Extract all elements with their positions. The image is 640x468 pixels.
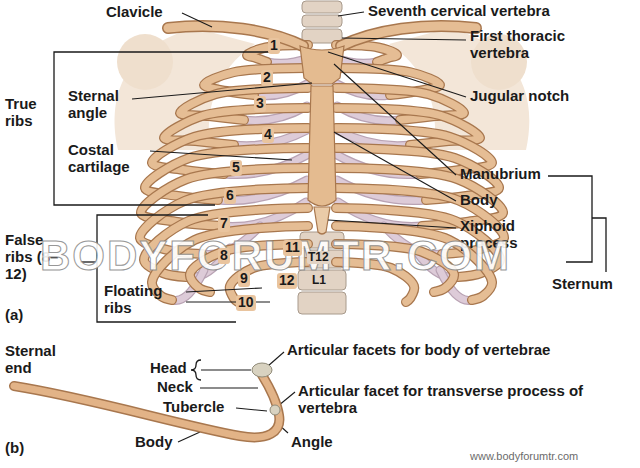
leader-line [338,12,364,16]
clavicle-bone [168,26,303,46]
leader-line [334,132,456,201]
callout-number: 8 [218,248,230,264]
leader-line [236,408,267,411]
single-rib [14,363,280,437]
part-label: Angle [291,434,333,451]
part-label: Body [135,434,173,451]
leader-line [132,83,312,99]
figure-letter: (a) [5,307,23,324]
callout-number: 2 [261,70,273,86]
part-label: Tubercle [163,399,224,416]
leader-line [186,288,262,292]
leader-line [150,151,292,160]
leader-line [342,38,466,40]
leader-line [334,64,456,175]
leader-line [186,301,270,302]
clavicles [168,26,476,46]
sternum-body-shape [308,86,336,206]
part-label: Head [150,360,187,377]
part-label: Jugular notch [470,88,569,105]
vertebra [302,1,342,13]
part-label: Body [460,192,498,209]
figure-letter: (b) [5,440,24,457]
leader-line [201,369,251,370]
watermark-url: www.bodyforumtr.com [470,450,578,462]
rib-outline [14,375,279,437]
brackets [54,52,606,380]
callout-number: 6 [224,188,236,204]
leader-line [178,432,200,442]
sternum-bracket [548,176,592,262]
group-label: Sternum [552,276,613,293]
clavicle-outline [341,26,476,46]
rib-head [252,363,272,377]
callout-number: 5 [230,160,242,176]
callout-number: 4 [262,127,274,143]
callout-number: 3 [254,96,266,112]
group-label: Floating ribs [104,283,186,317]
callout-number: 12 [277,273,297,289]
vertebra-label: L1 [311,274,327,287]
tubercle-facet [270,405,280,415]
head-bracket [191,360,201,380]
vertebra [298,292,346,314]
sternum-bracket-stem [592,218,606,272]
clavicle-outline [168,26,303,46]
watermark: BODYFORUMTR.COM [40,232,511,279]
sternum-bone [300,46,344,234]
leader-line [328,52,466,97]
part-label: Seventh cervical vertebra [368,3,550,20]
leader-lines [132,12,466,442]
vertebra-label: T12 [307,251,330,264]
part-label: Articular facets for body of vertebrae [287,342,605,359]
group-label: True ribs [5,96,53,130]
callout-number: 10 [236,295,256,311]
part-label: First thoracic vertebra [470,28,620,62]
part-label: Clavicle [106,4,163,21]
leader-line [200,387,258,388]
clavicle-bone [341,26,476,46]
callout-number: 9 [238,271,250,287]
xiphoid-shape [314,207,330,234]
part-label: Articular facet for transverse process o… [298,383,616,417]
leader-line [268,352,284,366]
callout-number: 7 [218,216,230,232]
part-label: Costal cartilage [68,142,152,176]
leader-line [182,13,212,27]
true-ribs-bracket [54,52,272,205]
left-humerus-head [117,34,173,90]
vertebra [302,15,342,27]
rib-body [14,375,279,437]
part-label: Manubrium [460,166,541,183]
callout-number: 1 [268,38,280,54]
callout-number: 11 [283,240,302,256]
part-label: Neck [157,379,193,396]
leader-line [328,220,456,228]
part-label: Sternal angle [68,88,140,122]
manubrium-shape [300,46,344,84]
part-label: Sternal end [5,343,85,377]
